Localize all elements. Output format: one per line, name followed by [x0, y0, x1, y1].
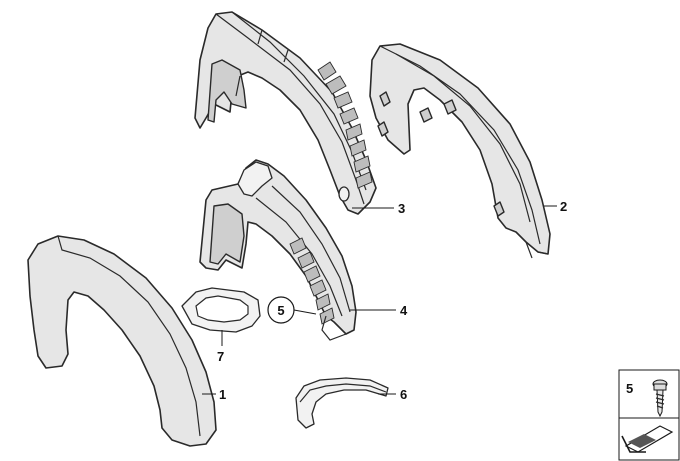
callout-1: 1 — [202, 387, 226, 402]
part-1-bow-cover — [27, 235, 217, 447]
direction-arrow-icon — [621, 425, 674, 453]
part-6-seal — [295, 377, 389, 429]
callout-6: 6 — [378, 387, 407, 402]
callout-2-label: 2 — [560, 199, 567, 214]
callout-5-label: 5 — [277, 303, 284, 318]
screw-icon — [652, 379, 668, 418]
callout-3: 3 — [352, 201, 405, 216]
part-4-lower-trim — [199, 159, 357, 341]
callout-2: 2 — [544, 199, 567, 214]
callout-7: 7 — [217, 330, 224, 364]
part-4-ribs — [289, 237, 335, 325]
part-3-roll-bar-trim — [194, 11, 377, 215]
callout-4-label: 4 — [400, 303, 408, 318]
callout-6-label: 6 — [400, 387, 407, 402]
part-3-ribs — [317, 61, 373, 189]
part-2-side-cover — [369, 43, 551, 259]
callout-4: 4 — [350, 303, 408, 318]
legend-box: 5 — [618, 369, 680, 461]
callout-3-label: 3 — [398, 201, 405, 216]
callout-1-label: 1 — [219, 387, 226, 402]
part-7-frame — [181, 287, 261, 333]
callout-5: 5 — [267, 296, 317, 324]
legend-label: 5 — [626, 381, 633, 396]
callout-7-label: 7 — [217, 349, 224, 364]
